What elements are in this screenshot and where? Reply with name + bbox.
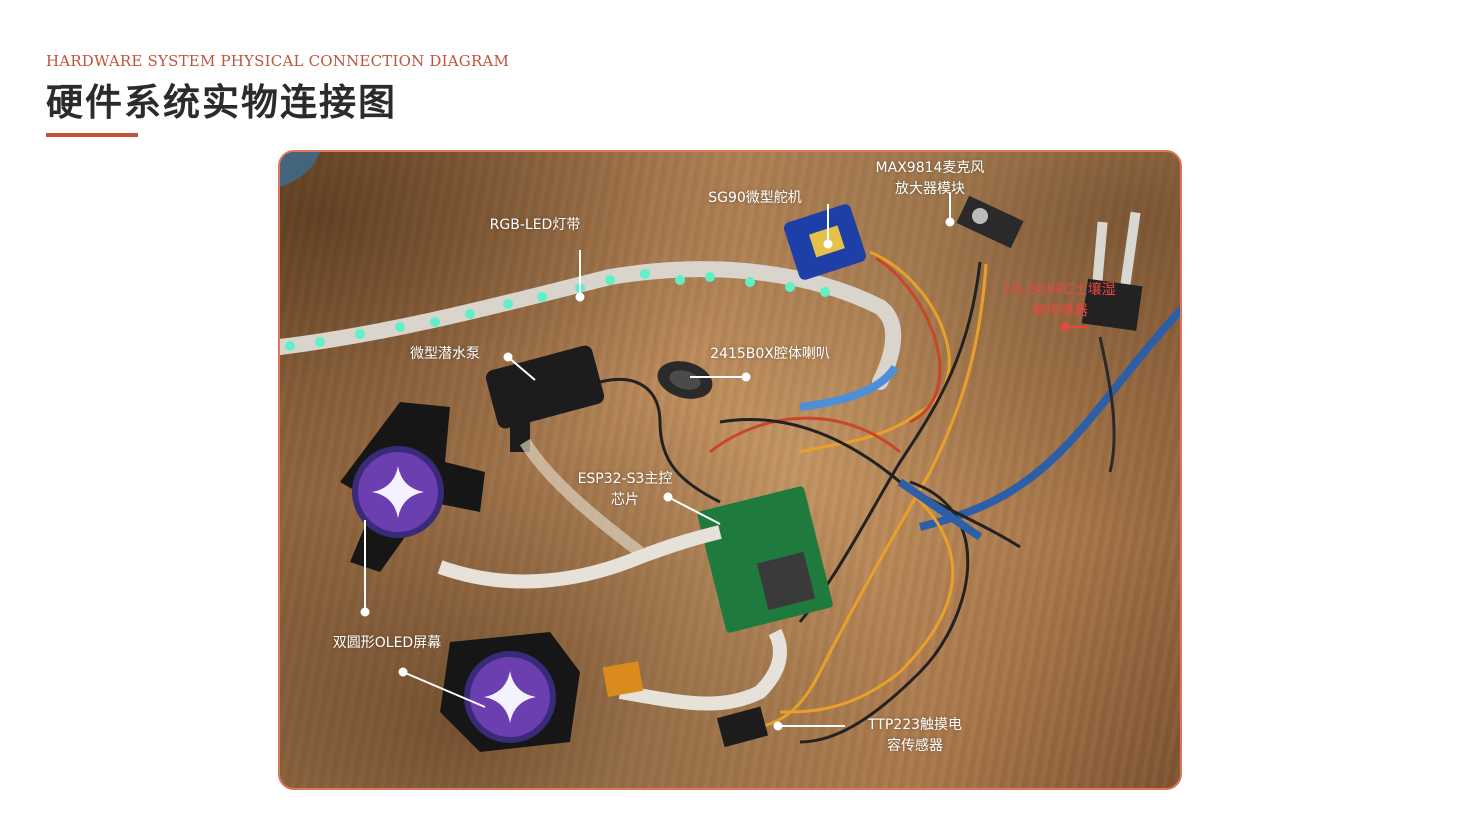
label-mic-module: MAX9814麦克风 放大器模块 bbox=[875, 160, 985, 197]
label-speaker: 2415B0X腔体喇叭 bbox=[710, 346, 830, 362]
pointer-lines bbox=[360, 192, 955, 731]
label-oled: 双圆形OLED屏幕 bbox=[332, 635, 442, 651]
pointer-line-soil bbox=[1060, 322, 1088, 332]
label-touch-sensor: TTP223触摸电 容传感器 bbox=[867, 717, 963, 754]
hardware-photo: MAX9814麦克风 放大器模块 SG90微型舵机 RGB-LED灯带 HS-S… bbox=[278, 150, 1182, 790]
label-led-strip: RGB-LED灯带 bbox=[489, 217, 581, 233]
subtitle-english: HARDWARE SYSTEM PHYSICAL CONNECTION DIAG… bbox=[46, 52, 510, 70]
photo-scene bbox=[280, 152, 1180, 752]
title-underline bbox=[46, 133, 138, 137]
page-title: 硬件系统实物连接图 bbox=[46, 81, 397, 124]
label-servo: SG90微型舵机 bbox=[708, 190, 802, 206]
label-soil-sensor: HS-S09PC土壤湿 度传感器 bbox=[1004, 282, 1116, 319]
label-pump: 微型潜水泵 bbox=[410, 346, 480, 362]
label-esp32: ESP32-S3主控 芯片 bbox=[577, 471, 673, 508]
